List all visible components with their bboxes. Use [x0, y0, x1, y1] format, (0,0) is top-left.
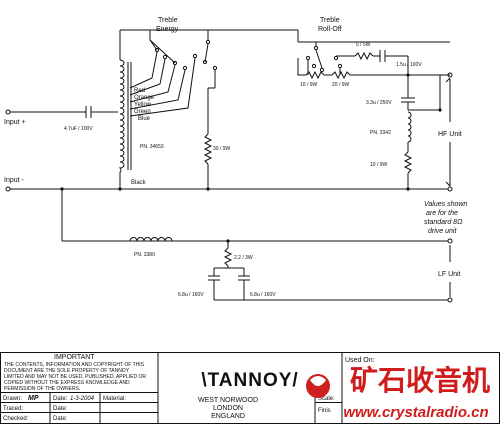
r-lf-label: 2.2 / 3W [234, 255, 253, 261]
tap-yellow: Yellow [134, 102, 152, 108]
r-top-label: 5 / 5W [356, 42, 371, 48]
checked-date-label: Date: [53, 416, 68, 422]
treble-rolloff-label-2: Roll-Off [318, 26, 342, 33]
r-rolloff-b-label: 20 / 9W [332, 82, 350, 88]
autotransformer-winding [118, 59, 125, 173]
input-plus-label: Input + [4, 119, 26, 126]
note-line-3: standard 8Ω [424, 219, 463, 226]
treble-energy-label-1: Treble [158, 17, 178, 24]
tap-red: Red [134, 88, 145, 94]
tap-orange: Orange [134, 95, 155, 101]
inductor-hf-label: PN. 3342 [370, 130, 391, 136]
watermark-url: www.crystalradio.cn [343, 404, 488, 421]
input-minus-label: Input - [4, 177, 25, 184]
note-line-2: are for the [426, 210, 458, 217]
address-line-2: LONDON [213, 405, 243, 412]
watermark: 矿石收音机 www.crystalradio.cn [306, 364, 490, 421]
important-line-3: LIMITED AND MAY NOT BE USED, PUBLISHED, … [4, 374, 146, 380]
c-hf-label: 3.3u / 250V [366, 100, 392, 106]
watermark-chinese: 矿石收音机 [350, 364, 490, 397]
lf-unit-label: LF Unit [438, 271, 461, 278]
important-line-4: COPIED WITHOUT THE EXPRESS KNOWLEDGE AND [4, 380, 130, 386]
tannoy-logo: \TANNOY/ [201, 370, 298, 391]
used-on-label: Used On: [345, 357, 375, 364]
note-line-1: Values shown [424, 201, 467, 208]
important-line-5: PERMISSION OF THE OWNERS. [4, 386, 80, 392]
drawn-value: MP [28, 395, 39, 402]
r-energy-label: 30 / 9W [213, 146, 231, 152]
traced-label: Traced: [3, 406, 23, 412]
c-lf-left-label: 6.8u / 160V [178, 292, 204, 298]
important-line-1: THE CONTENTS, INFORMATION AND COPYRIGHT … [4, 362, 145, 368]
resistor-energy [203, 133, 213, 165]
watermark-logo-icon [306, 374, 330, 398]
material-label: Material: [103, 396, 126, 402]
tap-blue: Blue [138, 116, 151, 122]
treble-rolloff-label-1: Treble [320, 17, 340, 24]
c-top-label: 1.5u / 100V [396, 62, 422, 68]
r-rolloff-a-label: 10 / 9W [300, 82, 318, 88]
checked-label: Checked: [3, 416, 29, 422]
drawn-date-label: Date: [53, 396, 68, 402]
traced-date-label: Date: [53, 406, 68, 412]
address-line-3: ENGLAND [211, 413, 245, 420]
scale-label: Scale: [318, 396, 335, 402]
inductor-lf-label: PN. 3380 [134, 252, 155, 258]
tap-green: Green [134, 109, 151, 115]
important-line-2: DOCUMENT ARE THE SOLE PROPERTY OF TANNOY [4, 368, 130, 374]
drawn-date-value: 1-3-2004 [70, 396, 95, 402]
wiring [5, 29, 453, 303]
address-line-1: WEST NORWOOD [198, 397, 258, 404]
tap-black: Black [131, 180, 147, 186]
r-hf-label: 10 / 9W [370, 162, 388, 168]
finish-label: Finis [318, 408, 331, 414]
autotransformer-label: PN. 34653 [140, 144, 164, 150]
hf-unit-label: HF Unit [438, 131, 462, 138]
c-lf-right-label: 6.8u / 160V [250, 292, 276, 298]
note-line-4: drive unit [428, 228, 457, 235]
drawn-label: Drawn: [3, 396, 22, 402]
c-input-label: 4.7uF / 100V [64, 126, 93, 132]
important-heading: IMPORTANT [54, 354, 95, 361]
treble-energy-label-2: Energy [156, 26, 179, 33]
